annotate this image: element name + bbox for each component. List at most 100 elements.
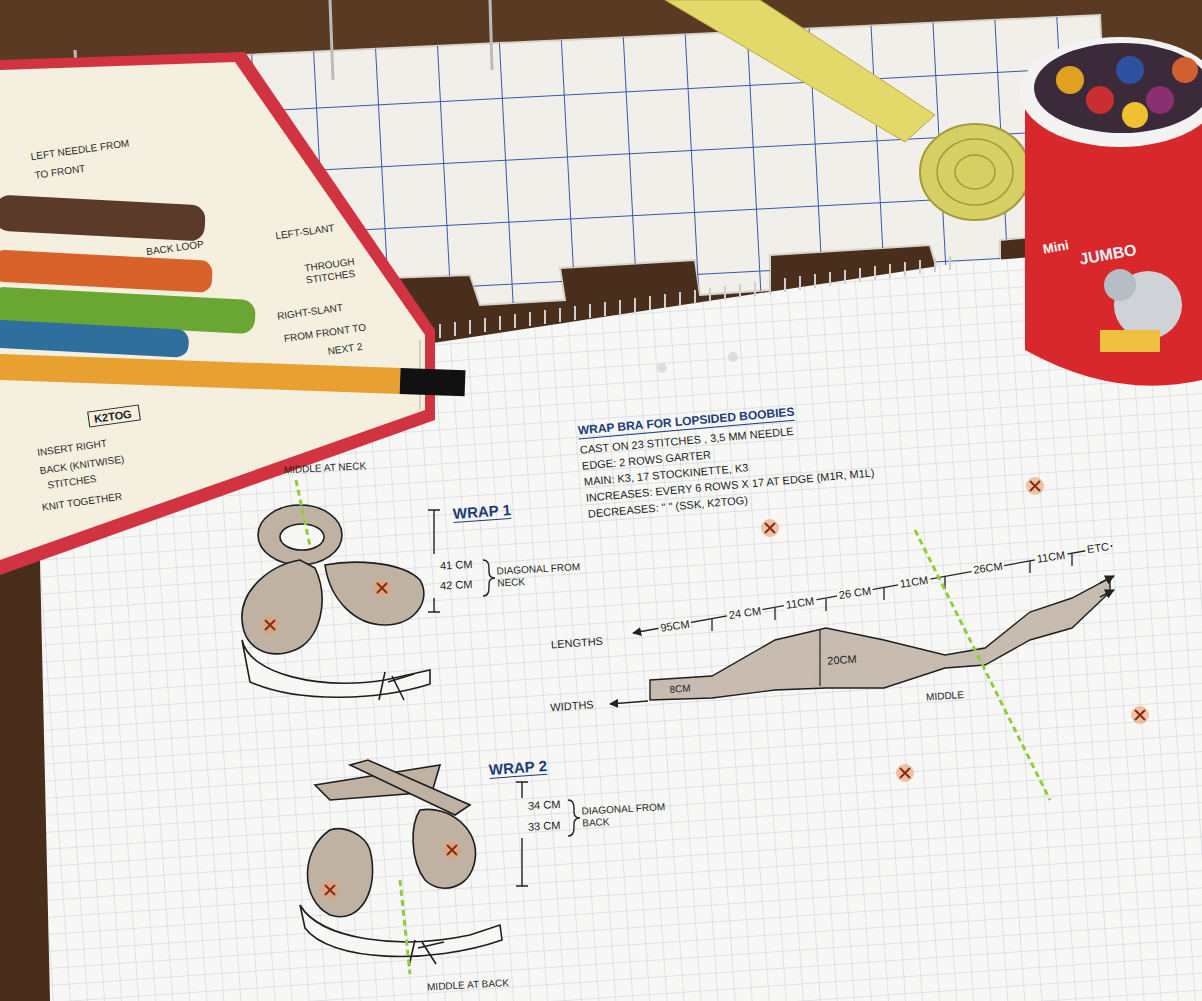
- tape-strip: [665, 0, 935, 142]
- crayon-end: [1172, 57, 1198, 83]
- wrap-1-illustration: [242, 505, 430, 700]
- strap: [350, 760, 470, 815]
- wrap-2-illustration: [300, 760, 502, 966]
- length-label: 11CM: [1034, 548, 1068, 565]
- crayon-end: [1086, 86, 1114, 114]
- pin: [330, 0, 333, 80]
- wrap-heading: WRAP 1: [452, 501, 511, 523]
- brace: [483, 560, 495, 596]
- orange-marks: [261, 477, 1149, 899]
- crayons: [0, 195, 261, 362]
- pen-cap: [400, 368, 466, 396]
- dimension-label: 41 CM: [440, 558, 473, 572]
- blue-crayon: [0, 319, 189, 357]
- cartoon-desk: [1100, 330, 1160, 352]
- x-mark: [321, 881, 339, 899]
- end-arrow: [1100, 590, 1114, 597]
- wrap-heading: WRAP 2: [488, 757, 547, 779]
- width-dimension: [610, 701, 648, 704]
- tin-brand: JUMBO: [1078, 241, 1138, 269]
- dimension-note: DIAGONAL FROM NECK: [496, 561, 587, 589]
- length-label: 11CM: [897, 573, 931, 590]
- left-cup: [242, 560, 322, 654]
- x-mark: [447, 845, 457, 855]
- x-mark: [1131, 706, 1149, 724]
- notebook-note: TO FRONT: [34, 163, 86, 181]
- mouse-ear: [1104, 269, 1136, 301]
- notebook-note: BACK LOOP: [146, 238, 205, 257]
- band-shape: [650, 578, 1110, 700]
- x-mark: [896, 764, 914, 782]
- x-mark: [373, 579, 391, 597]
- dimension-label: 33 CM: [528, 819, 561, 833]
- tin-rim: [1020, 37, 1202, 147]
- x-mark: [761, 519, 779, 537]
- brown-crayon: [0, 195, 206, 242]
- axis-label: WIDTHS: [550, 698, 594, 714]
- punch-hole: [657, 363, 667, 373]
- notebook-note: THROUGH STITCHES: [304, 254, 367, 285]
- orange-crayon: [0, 249, 213, 292]
- end-arrow: [1100, 576, 1114, 583]
- right-cup: [413, 809, 476, 888]
- x-mark: [1026, 477, 1044, 495]
- tape-coil: [937, 139, 1013, 205]
- width-dimension: [819, 630, 820, 686]
- x-mark: [321, 881, 339, 899]
- x-mark: [1131, 706, 1149, 724]
- brace: [568, 800, 580, 836]
- punch-hole: [728, 352, 738, 362]
- left-cup: [308, 829, 373, 917]
- x-mark: [761, 519, 779, 537]
- notebook-note: NEXT 2: [327, 341, 363, 357]
- boxed-term: K2TOG: [87, 404, 141, 427]
- length-label: 26 CM: [836, 584, 874, 602]
- middle-note: MIDDLE: [926, 689, 965, 703]
- neck-loop: [258, 505, 342, 565]
- x-mark: [261, 616, 279, 634]
- middle-line: [400, 880, 410, 974]
- length-dimension: [633, 546, 1112, 633]
- tin-brand: Mini: [1042, 238, 1070, 257]
- length-label: 24 CM: [726, 604, 764, 622]
- width-label: 20CM: [827, 653, 857, 668]
- x-mark: [900, 768, 910, 778]
- x-mark: [443, 841, 461, 859]
- x-mark: [896, 764, 914, 782]
- dimension-note: DIAGONAL FROM BACK: [581, 801, 672, 829]
- notebook-note: INSERT RIGHT: [36, 437, 107, 458]
- length-label: 11CM: [783, 594, 817, 611]
- band-plan: [610, 530, 1114, 800]
- pin: [490, 0, 492, 70]
- tin-inside: [1034, 43, 1202, 133]
- notebook-note: LEFT NEEDLE FROM: [30, 137, 130, 162]
- knot: [379, 672, 414, 700]
- crayon-end: [1116, 56, 1144, 84]
- boxed-term-text: K2TOG: [93, 407, 134, 424]
- length-label: 95CM: [658, 617, 693, 634]
- width-label: 8CM: [669, 683, 691, 696]
- notebook-note: BACK (KNITWISE): [39, 453, 125, 476]
- notebook-note: RIGHT-SLANT: [276, 302, 343, 323]
- neck-opening: [280, 524, 324, 550]
- x-mark: [1026, 477, 1044, 495]
- crayons: [0, 195, 465, 397]
- x-mark: [443, 841, 461, 859]
- middle-line: [296, 480, 310, 546]
- x-mark: [325, 885, 335, 895]
- x-mark: [373, 579, 391, 597]
- dimension-bar: [428, 510, 440, 612]
- tape-coil: [955, 155, 995, 189]
- x-mark: [261, 616, 279, 634]
- x-mark: [265, 620, 275, 630]
- length-label: 26CM: [971, 559, 1006, 576]
- notebook-note: STITCHES: [47, 473, 98, 491]
- crayon-end: [1146, 86, 1174, 114]
- x-mark: [1030, 481, 1040, 491]
- dimension-label: 42 CM: [440, 578, 473, 592]
- middle-note: MIDDLE AT NECK: [284, 460, 367, 476]
- middle-line: [915, 530, 1050, 800]
- spiral-rings: [425, 256, 950, 340]
